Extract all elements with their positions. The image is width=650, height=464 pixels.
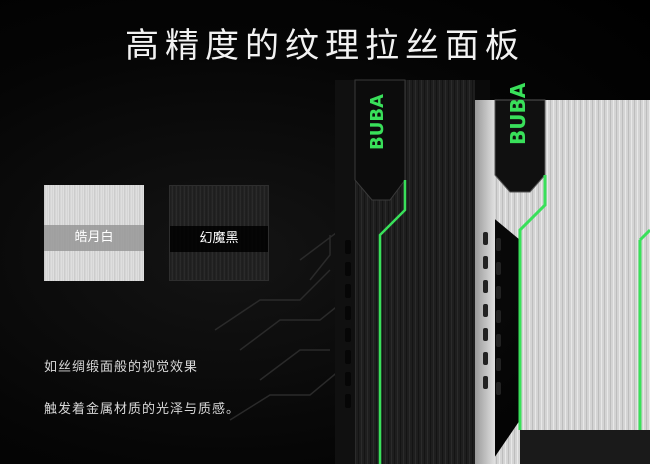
brand-logo-dark: BUBA <box>367 94 388 150</box>
page-title: 高精度的纹理拉丝面板 <box>125 26 525 66</box>
description-line-2: 触发着金属材质的光泽与质感。 <box>44 402 241 417</box>
dark-panel <box>335 79 475 464</box>
swatch-phantom-black: 幻魔黑 <box>169 185 269 281</box>
brand-logo-silver: BUBA <box>506 82 530 145</box>
swatch-label: 幻魔黑 <box>170 226 268 252</box>
swatch-moon-white: 皓月白 <box>44 185 144 281</box>
silver-panel <box>475 99 650 464</box>
description-line-1: 如丝绸缎面般的视觉效果 <box>44 360 199 375</box>
swatch-label: 皓月白 <box>44 225 144 251</box>
